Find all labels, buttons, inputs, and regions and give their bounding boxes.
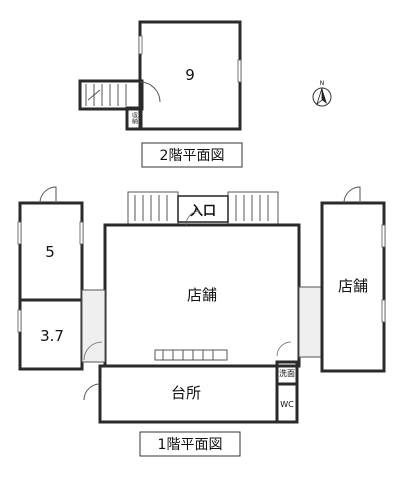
corridor-door-swing: [83, 341, 103, 361]
shop-right-label: 店舗: [338, 277, 368, 295]
entrance-label: 入口: [190, 204, 216, 219]
washroom-label: 洗面: [279, 368, 295, 378]
storage-floor2: [125, 106, 143, 131]
floor1-plan: 店舗 入口 5 3.7 店舗: [17, 186, 386, 424]
stairs-right-treads: [235, 195, 269, 221]
storage-label: 収納: [131, 112, 138, 125]
stairs-floor2: [85, 84, 127, 106]
shop-main-label: 店舗: [187, 286, 217, 304]
counter-partition: [154, 349, 228, 361]
floor2-title: 2階平面図: [160, 148, 225, 164]
corridor-left: [81, 289, 106, 363]
stairwell-floor2: [78, 79, 144, 111]
entrance-box: [177, 195, 229, 223]
window-room5: [17, 221, 22, 245]
window-room5-right: [79, 221, 84, 245]
window-shop-right-2: [381, 299, 386, 323]
window-floor2-left: [138, 35, 143, 55]
wc-label: WC: [280, 400, 294, 409]
kitchen-label: 台所: [171, 384, 201, 402]
window-room37: [17, 309, 22, 333]
floor2-title-box: [141, 142, 243, 168]
wc: [275, 382, 299, 424]
window-shop-right-1: [381, 224, 386, 248]
room-5-label: 5: [45, 243, 55, 261]
washroom-door-swing: [276, 341, 292, 357]
compass-icon: N: [312, 80, 332, 107]
stairs-left-treads: [134, 195, 168, 221]
floor2-plan: 収納 9: [78, 20, 242, 131]
room-5-door: [39, 186, 57, 204]
kitchen-door: [83, 383, 101, 401]
corridor-right: [298, 286, 323, 358]
floor1-title: 1階平面図: [158, 437, 223, 453]
compass-north-label: N: [320, 80, 325, 87]
shop-right: [320, 201, 386, 373]
entrance-door-swing: [185, 210, 201, 226]
room-3-7-label: 3.7: [40, 327, 64, 345]
door-swing-floor2: [139, 81, 161, 103]
counter-partition-marks: [162, 350, 214, 360]
floor1-title-box: [139, 431, 241, 457]
shop-right-door: [343, 186, 361, 204]
room-9-label: 9: [185, 66, 195, 84]
window-floor2-right: [237, 59, 242, 83]
